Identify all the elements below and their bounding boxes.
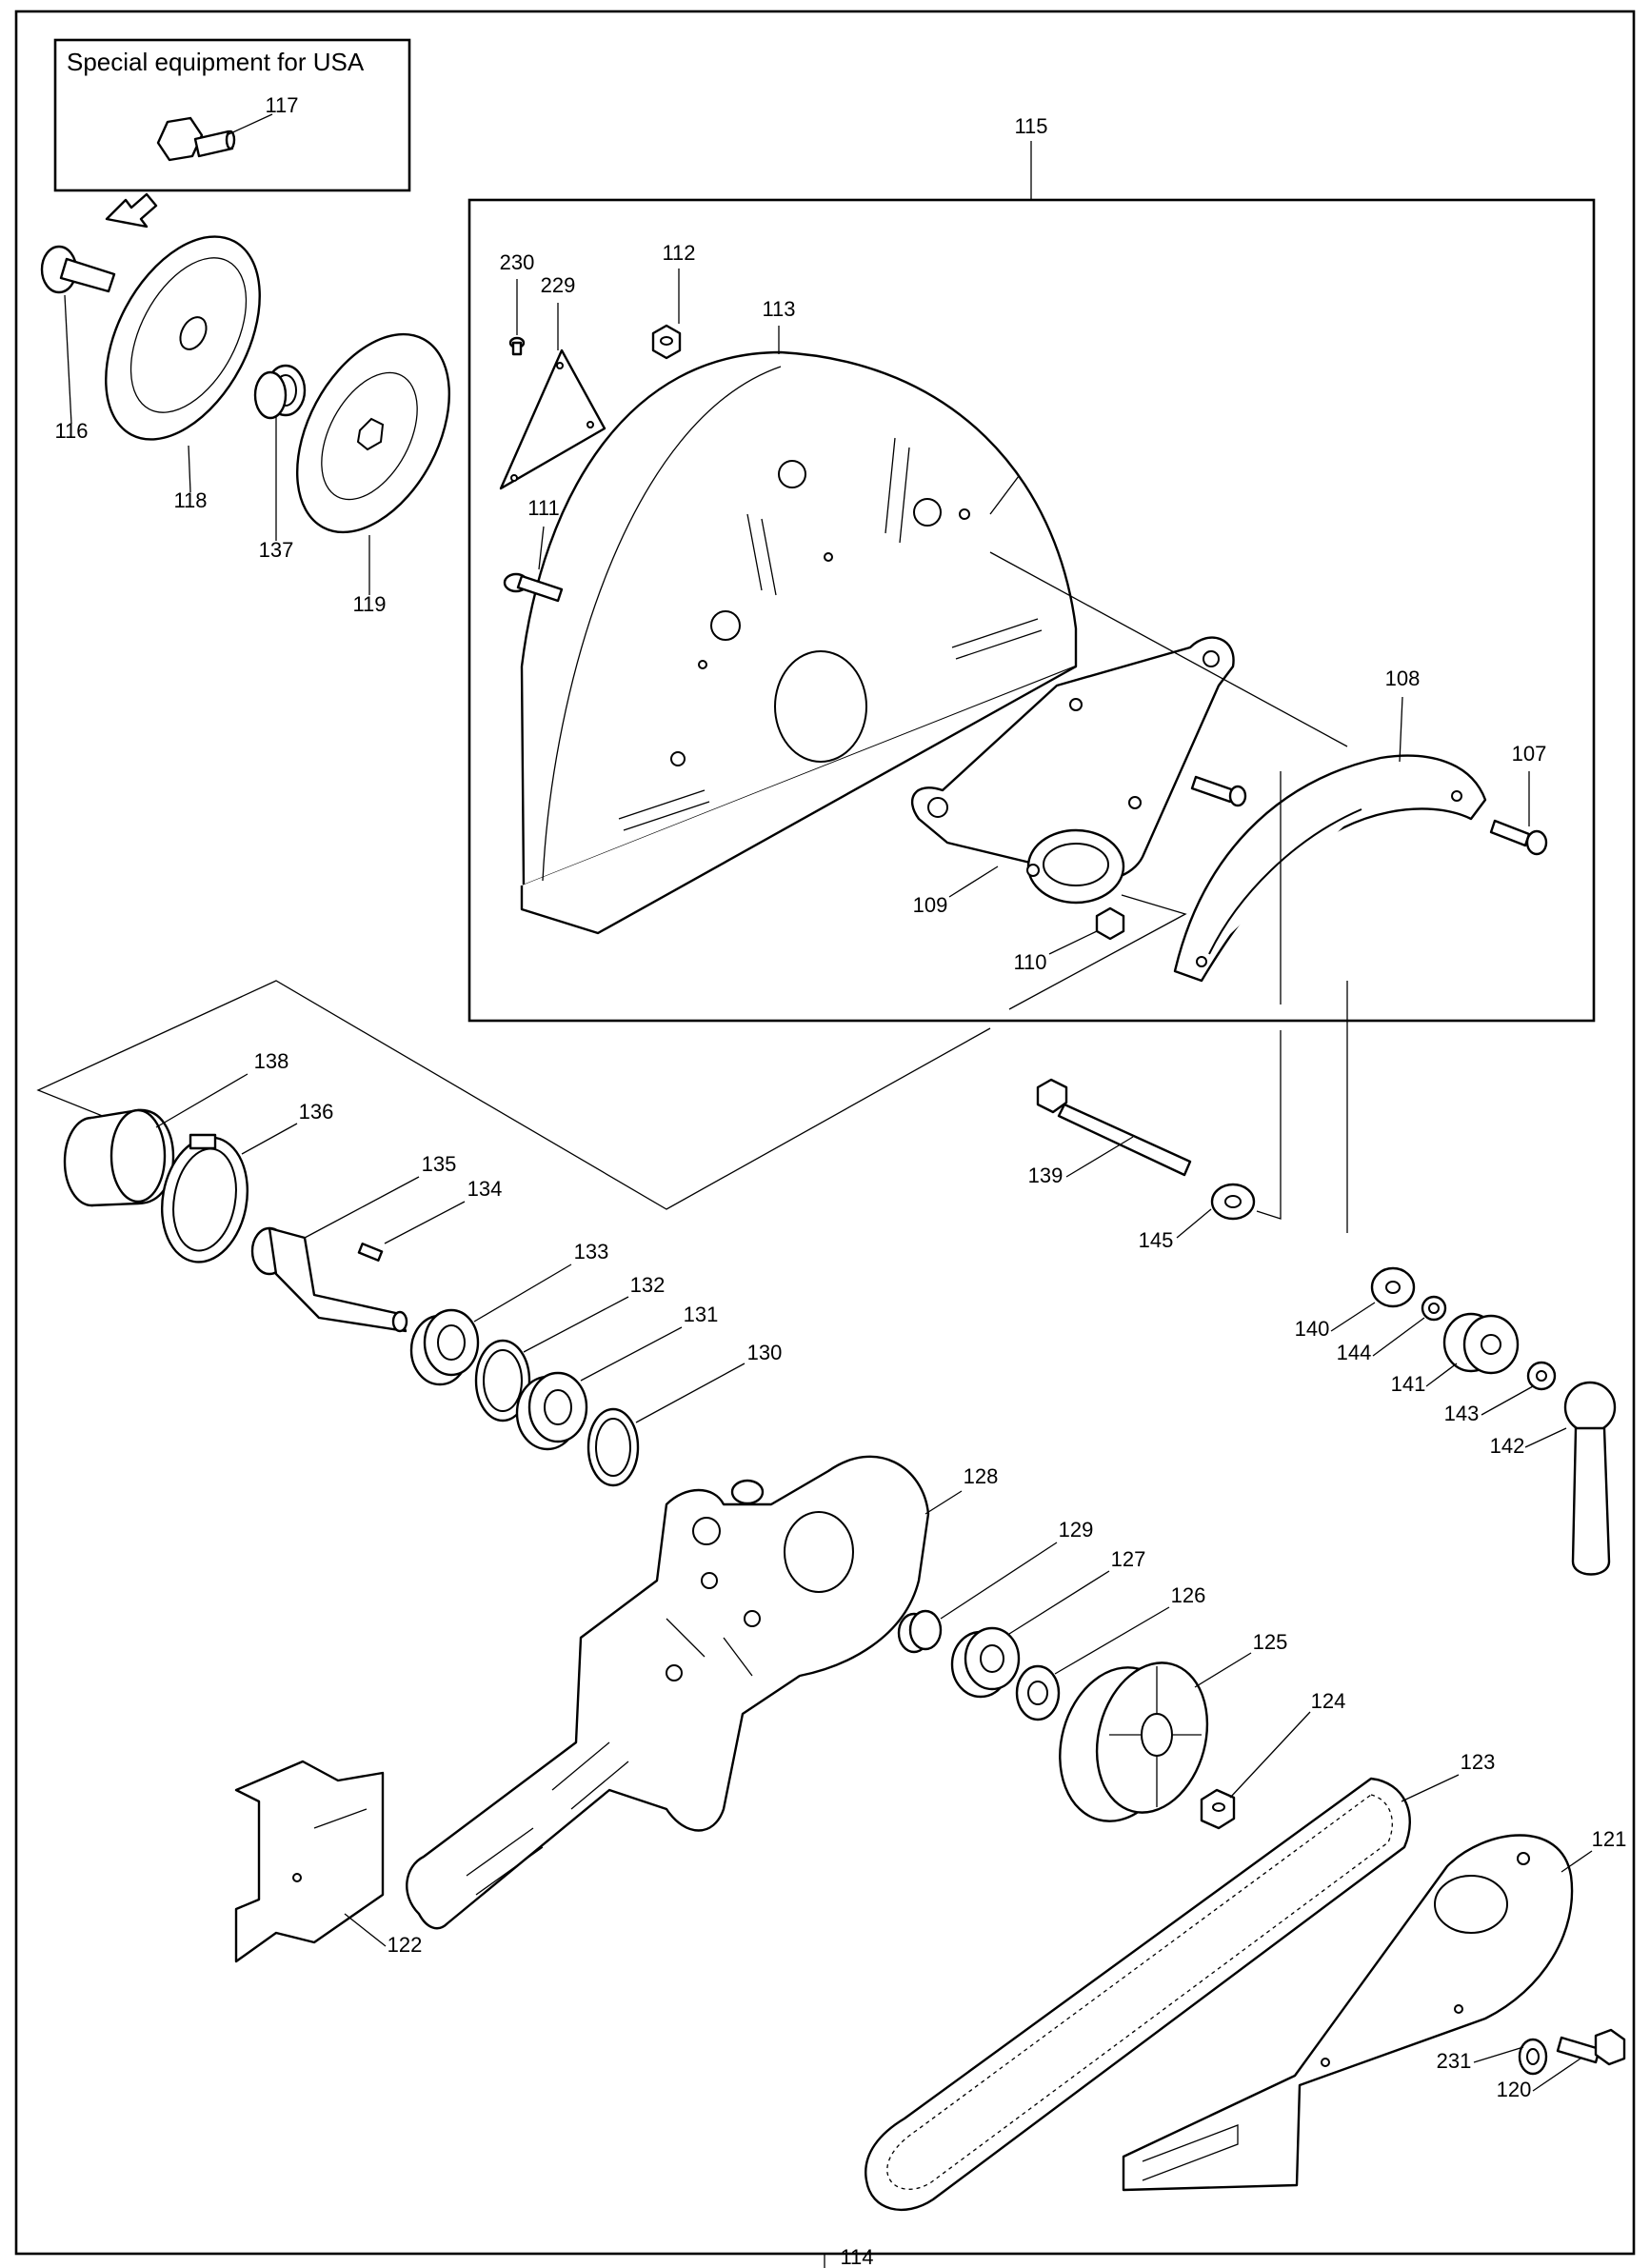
shaft-135 xyxy=(250,1226,408,1333)
flange-119 xyxy=(295,332,451,534)
callout-label-231: 231 xyxy=(1437,2049,1472,2073)
callout-label-144: 144 xyxy=(1337,1341,1372,1364)
callout-label-141: 141 xyxy=(1391,1372,1426,1396)
bolt-116 xyxy=(40,245,116,294)
nut-112 xyxy=(651,324,682,360)
flange-118 xyxy=(105,235,261,441)
bushing-129 xyxy=(897,1609,943,1654)
callout-leaders xyxy=(64,269,1593,2092)
callout-label-131: 131 xyxy=(684,1303,719,1326)
washer-143 xyxy=(1526,1361,1557,1391)
direction-arrow xyxy=(105,192,158,229)
screw-111 xyxy=(503,572,564,603)
callout-label-123: 123 xyxy=(1461,1750,1496,1774)
callout-label-125: 125 xyxy=(1253,1630,1288,1654)
plate-229 xyxy=(499,348,606,490)
callout-line-117 xyxy=(226,113,273,136)
screw-107 xyxy=(1489,819,1548,856)
screw-230 xyxy=(508,336,526,356)
washer-144 xyxy=(1421,1295,1447,1322)
callout-label-113: 113 xyxy=(762,297,795,321)
bearing-133 xyxy=(409,1308,480,1386)
callout-label-108: 108 xyxy=(1385,666,1421,690)
bracket-122 xyxy=(234,1760,385,1963)
callout-label-140: 140 xyxy=(1295,1317,1330,1341)
callout-label-116: 116 xyxy=(54,419,88,443)
washer-140 xyxy=(1370,1266,1416,1308)
callout-label-229: 229 xyxy=(541,273,576,297)
circlip-130 xyxy=(586,1407,640,1487)
assembly-label-115: 115 xyxy=(1014,114,1047,138)
circlip-132 xyxy=(474,1339,531,1422)
callout-label-134: 134 xyxy=(467,1177,503,1201)
callout-label-119: 119 xyxy=(352,592,386,616)
sleeve-138 xyxy=(63,1108,175,1207)
nut-110 xyxy=(1095,906,1125,941)
callout-label-110: 110 xyxy=(1013,950,1046,974)
nut-124 xyxy=(1200,1788,1236,1830)
callout-label-120: 120 xyxy=(1497,2078,1532,2101)
callout-label-230: 230 xyxy=(500,250,535,274)
callout-label-107: 107 xyxy=(1512,742,1547,766)
spacer-141 xyxy=(1442,1312,1520,1375)
callout-label-109: 109 xyxy=(913,893,948,917)
callout-label-111: 111 xyxy=(527,496,559,520)
bolt-139 xyxy=(1036,1078,1192,1177)
assembly-label-114: 114 xyxy=(840,2245,873,2268)
callout-label-117: 117 xyxy=(265,93,298,117)
belt-cover-121 xyxy=(1122,1834,1574,2192)
callout-label-145: 145 xyxy=(1139,1228,1174,1252)
screw-109-bolt xyxy=(1190,775,1247,807)
washer-126 xyxy=(1015,1664,1061,1721)
special-equipment-title: Special equipment for USA xyxy=(67,48,365,76)
bolt-117 xyxy=(156,116,236,162)
callout-label-122: 122 xyxy=(388,1933,423,1957)
handle-142 xyxy=(1563,1381,1617,1576)
special-equipment-box xyxy=(53,38,411,192)
callout-label-138: 138 xyxy=(254,1049,289,1073)
cutter-arm-128 xyxy=(406,1455,930,1930)
drive-belt-123 xyxy=(865,1777,1411,2212)
assembly-leader-lines xyxy=(36,551,1348,1233)
callout-label-124: 124 xyxy=(1311,1689,1346,1713)
callout-label-127: 127 xyxy=(1111,1547,1146,1571)
callout-label-121: 121 xyxy=(1592,1827,1627,1851)
bolt-120 xyxy=(1556,2028,1626,2066)
callout-label-128: 128 xyxy=(964,1464,999,1488)
bracket-109 xyxy=(910,636,1235,905)
bushing-137 xyxy=(253,364,307,420)
washer-231 xyxy=(1518,2038,1548,2076)
arc-slot-108 xyxy=(1173,754,1487,983)
callout-label-139: 139 xyxy=(1028,1164,1064,1187)
callout-label-136: 136 xyxy=(299,1100,334,1124)
cam-nut-145 xyxy=(1210,1183,1256,1221)
callout-label-142: 142 xyxy=(1490,1434,1525,1458)
callout-label-135: 135 xyxy=(422,1152,457,1176)
callout-label-112: 112 xyxy=(662,241,695,265)
circlip-136 xyxy=(160,1133,249,1263)
callout-label-137: 137 xyxy=(259,538,294,562)
blade-guard-113 xyxy=(520,350,1078,935)
key-134 xyxy=(357,1243,384,1262)
bearing-131 xyxy=(515,1371,588,1451)
bearing-127 xyxy=(950,1626,1021,1699)
callout-label-132: 132 xyxy=(630,1273,666,1297)
callout-label-130: 130 xyxy=(747,1341,783,1364)
callout-label-143: 143 xyxy=(1444,1402,1480,1425)
callout-label-133: 133 xyxy=(574,1240,609,1263)
callout-label-126: 126 xyxy=(1171,1583,1206,1607)
callout-label-118: 118 xyxy=(173,488,207,512)
callout-label-129: 129 xyxy=(1059,1518,1094,1542)
pulley-125 xyxy=(1059,1661,1209,1822)
